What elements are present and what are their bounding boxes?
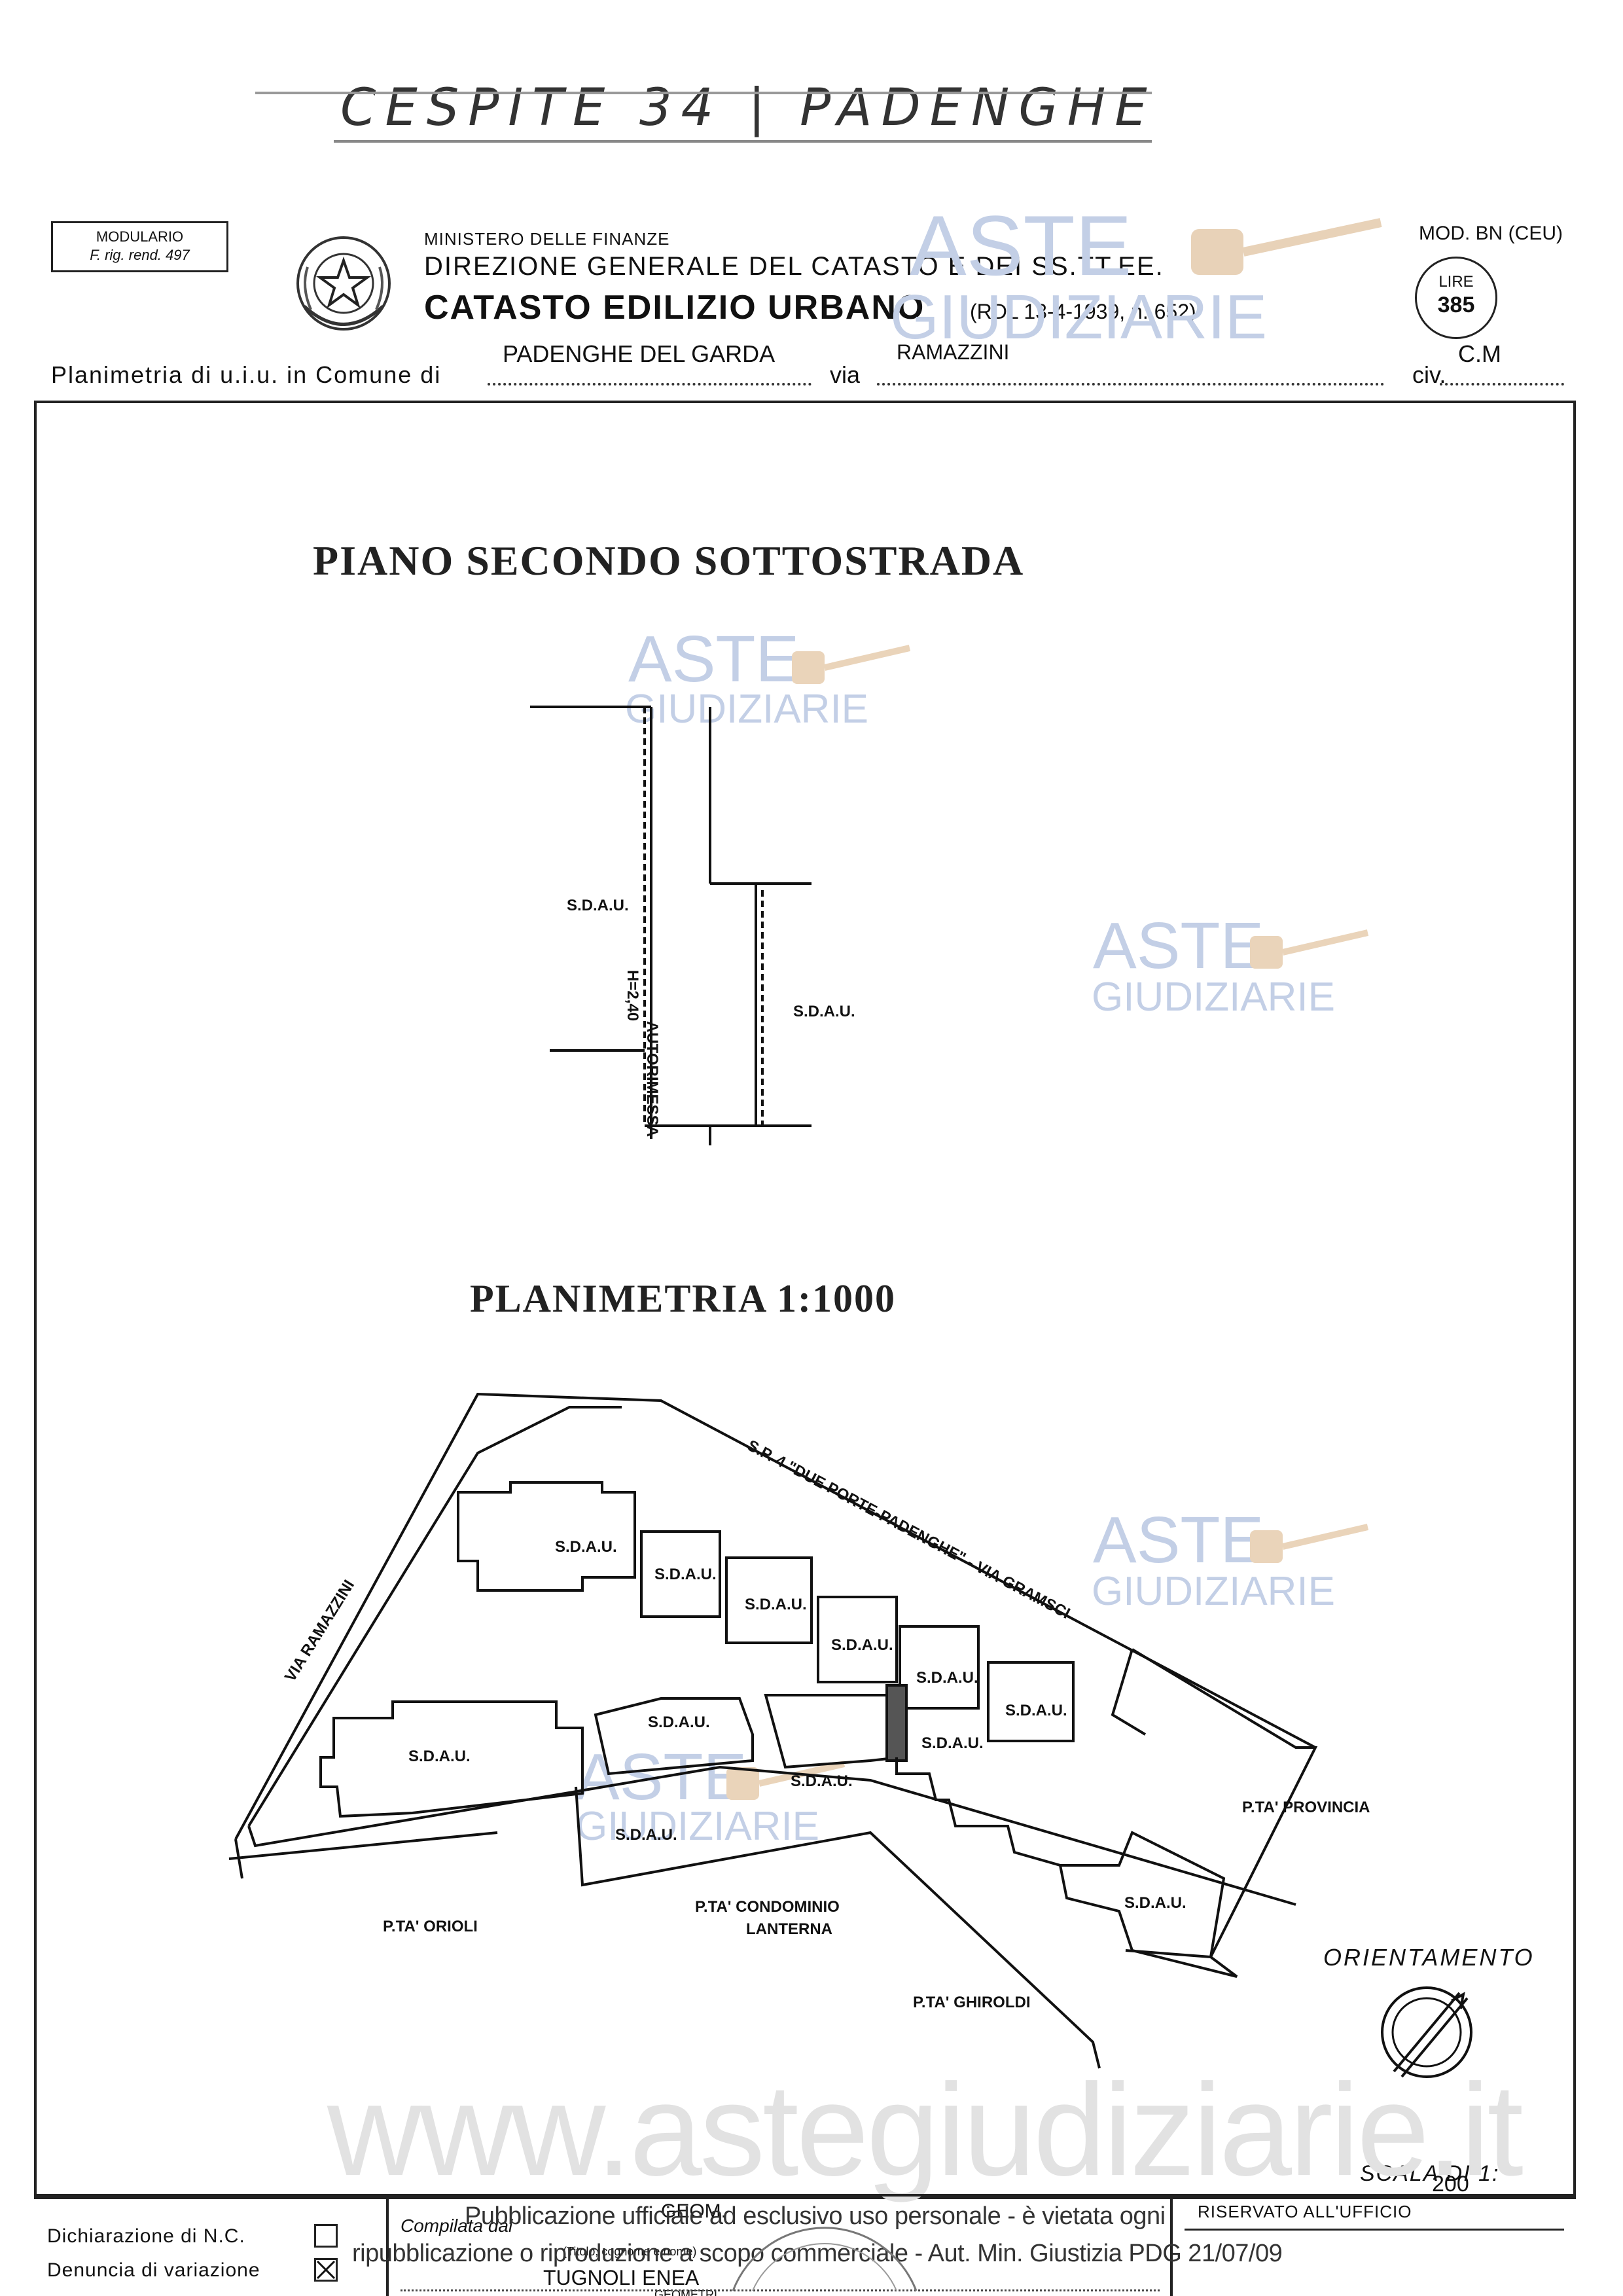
- handwritten-underline-top: [255, 92, 1152, 94]
- site-sdau-1: S.D.A.U.: [555, 1538, 617, 1556]
- law-reference: (RDL 13-4-1939, n. 652): [970, 300, 1196, 323]
- watermark-giudiziarie-1: GIUDIZIARIE: [890, 282, 1268, 352]
- site-plan-map: [228, 1392, 1318, 2069]
- site-sdau-11: S.D.A.U.: [615, 1826, 677, 1844]
- denuncia-checkbox[interactable]: [314, 2258, 338, 2282]
- civ-dotted-line: [1440, 383, 1564, 386]
- riservato-label: RISERVATO ALL'UFFICIO: [1198, 2202, 1412, 2221]
- gavel-icon: [1191, 218, 1382, 275]
- north-arrow-icon: [1381, 1986, 1472, 2078]
- ministry-label: MINISTERO DELLE FINANZE: [424, 229, 670, 249]
- site-sdau-4: S.D.A.U.: [831, 1636, 893, 1654]
- gavel-icon: [1250, 929, 1369, 969]
- watermark-aste-3: ASTE: [1093, 909, 1264, 982]
- geom-label: GEOM.: [661, 2200, 727, 2222]
- price-stamp: LIRE 385: [1415, 257, 1497, 339]
- scale-label: SCALA DI 1:: [1360, 2161, 1500, 2186]
- direction-label: DIREZIONE GENERALE DEL CATASTO E DEI SS.…: [424, 252, 1164, 281]
- denuncia-label: Denuncia di variazione: [47, 2259, 260, 2281]
- drawing-frame: [34, 401, 1576, 2199]
- site-sdau-10: S.D.A.U.: [791, 1772, 853, 1790]
- footer-divider-left: [386, 2194, 389, 2296]
- site-sdau-6: S.D.A.U.: [1005, 1702, 1067, 1719]
- dichiarazione-label: Dichiarazione di N.C.: [47, 2225, 245, 2247]
- watermark-aste-4: ASTE: [1093, 1503, 1264, 1577]
- lower-plan-title: PLANIMETRIA 1:1000: [470, 1277, 897, 1320]
- garage-height-label: H=2,40: [624, 970, 641, 1022]
- orientation-label: ORIENTAMENTO: [1323, 1944, 1535, 1971]
- upper-sdau-right: S.D.A.U.: [793, 1003, 855, 1020]
- footer-top-border: [34, 2194, 1573, 2197]
- handwritten-underline-bottom: [334, 140, 1152, 143]
- site-sdau-5: S.D.A.U.: [916, 1669, 978, 1687]
- upper-plan-title: PIANO SECONDO SOTTOSTRADA: [313, 537, 1025, 584]
- via-label: via: [830, 361, 861, 388]
- watermark-giudiziarie-3: GIUDIZIARIE: [1092, 975, 1336, 1020]
- price-value: 385: [1437, 293, 1475, 317]
- republic-emblem-icon: [296, 236, 391, 331]
- lanterna-label: LANTERNA: [746, 1920, 832, 1938]
- upper-sdau-left: S.D.A.U.: [567, 897, 629, 914]
- gavel-icon: [792, 645, 911, 684]
- site-sdau-2: S.D.A.U.: [654, 1566, 717, 1583]
- dichiarazione-checkbox[interactable]: [314, 2224, 338, 2248]
- compilata-sub: (Titolo, cognome e nome): [563, 2245, 697, 2258]
- website-watermark: www.astegiudiziarie.it: [327, 2057, 1524, 2203]
- gavel-icon: [1250, 1524, 1369, 1563]
- comune-dotted-line: [488, 383, 812, 386]
- riservato-underline: [1185, 2229, 1564, 2231]
- watermark-giudiziarie-2: GIUDIZIARIE: [625, 687, 869, 732]
- handwritten-title: CESPITE 34 | PADENGHE: [340, 79, 1156, 137]
- footer-divider-right: [1170, 2194, 1173, 2296]
- stamp-icon: [732, 2227, 918, 2291]
- cm-label: C.M: [1458, 340, 1501, 367]
- watermark-aste-2: ASTE: [628, 622, 800, 696]
- check-cross-icon: [316, 2260, 336, 2280]
- compilata-label: Compilata dal: [401, 2215, 513, 2236]
- compilata-dotted-line: [401, 2289, 1160, 2291]
- pta-orioli-label: P.TA' ORIOLI: [383, 1918, 478, 1935]
- via-value: RAMAZZINI: [897, 340, 1010, 364]
- site-sdau-12: S.D.A.U.: [1124, 1894, 1186, 1912]
- pta-ghiroldi-label: P.TA' GHIROLDI: [913, 1994, 1031, 2011]
- comune-value: PADENGHE DEL GARDA: [503, 340, 776, 367]
- site-sdau-7: S.D.A.U.: [648, 1713, 710, 1731]
- watermark-giudiziarie-4: GIUDIZIARIE: [1092, 1569, 1336, 1614]
- watermark-aste-1: ASTE: [910, 198, 1132, 293]
- via-dotted-line: [877, 383, 1384, 386]
- scale-value: 200: [1432, 2172, 1469, 2197]
- garage-floor-plan: [530, 706, 812, 1145]
- site-sdau-3: S.D.A.U.: [745, 1596, 807, 1613]
- modulario-label: MODULARIO: [96, 228, 184, 245]
- site-sdau-8: S.D.A.U.: [408, 1748, 471, 1765]
- planimetria-label: Planimetria di u.i.u. in Comune di: [51, 361, 442, 388]
- garage-room-label: AUTORIMESSA: [643, 1021, 661, 1137]
- price-label: LIRE: [1438, 273, 1474, 291]
- publication-notice-line1: Pubblicazione ufficiale ad esclusivo uso…: [465, 2202, 1166, 2230]
- pta-provincia-label: P.TA' PROVINCIA: [1242, 1799, 1370, 1816]
- modulario-ref: F. rig. rend. 497: [90, 247, 190, 263]
- watermark-giudiziarie-5: GIUDIZIARIE: [576, 1804, 820, 1849]
- model-label: MOD. BN (CEU): [1419, 223, 1563, 244]
- tugnoli-label: TUGNOLI ENEA: [543, 2266, 700, 2289]
- pta-condominio-label: P.TA' CONDOMINIO: [695, 1898, 840, 1916]
- site-sdau-9: S.D.A.U.: [921, 1734, 984, 1752]
- modulario-box: MODULARIO F. rig. rend. 497: [51, 221, 228, 272]
- registry-title: CATASTO EDILIZIO URBANO: [424, 289, 925, 327]
